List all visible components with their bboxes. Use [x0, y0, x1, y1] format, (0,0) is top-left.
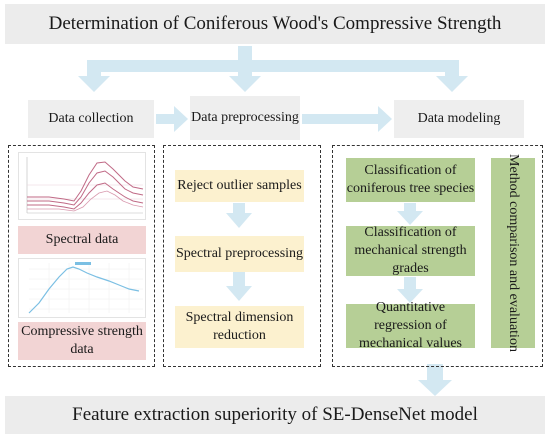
- step-strength-grade-classification: Classification of mechanical strength gr…: [346, 225, 475, 276]
- stage-data-collection: Data collection: [28, 100, 154, 138]
- spectral-curves: [26, 157, 144, 214]
- page-title: Determination of Coniferous Wood's Compr…: [5, 4, 545, 44]
- stage-data-preprocessing: Data preprocessing: [190, 96, 300, 140]
- data-modeling-panel: [332, 145, 543, 367]
- spectral-chart-thumbnail: [18, 152, 146, 220]
- compressive-strength-data-label: Compressive strength data: [18, 322, 146, 360]
- stage-data-modeling: Data modeling: [394, 100, 524, 138]
- method-comparison-label: Method comparison and evaluation: [505, 154, 521, 352]
- strength-curve: [28, 262, 143, 314]
- footer-conclusion: Feature extraction superiority of SE-Den…: [5, 396, 545, 434]
- step-reject-outliers: Reject outlier samples: [175, 170, 304, 202]
- step-quantitative-regression: Quantitative regression of mechanical va…: [346, 300, 475, 351]
- step-species-classification: Classification of coniferous tree specie…: [346, 158, 475, 202]
- step-spectral-preprocessing: Spectral preprocessing: [175, 236, 304, 272]
- data-collection-panel: [8, 145, 155, 367]
- data-preprocessing-panel: [163, 145, 321, 367]
- method-comparison-box: Method comparison and evaluation: [491, 154, 535, 352]
- strength-chart-thumbnail: [18, 258, 146, 318]
- step-spectral-dimension-reduction: Spectral dimension reduction: [175, 306, 304, 348]
- spectral-data-label: Spectral data: [18, 226, 146, 254]
